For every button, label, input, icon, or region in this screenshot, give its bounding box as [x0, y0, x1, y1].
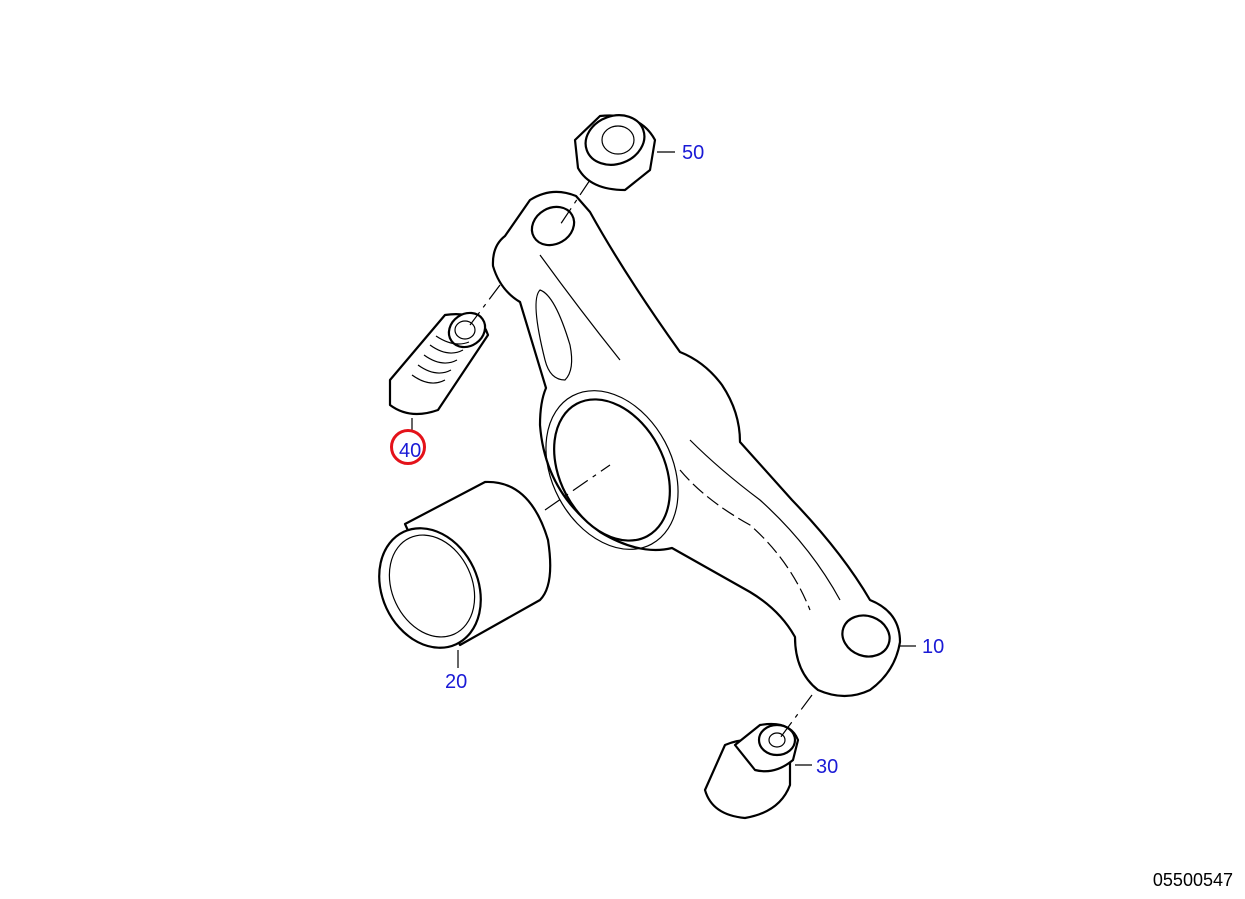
screw-part-40[interactable] — [388, 306, 492, 430]
nut-part-50[interactable] — [573, 107, 657, 192]
center-lines — [457, 151, 916, 766]
highlight-circle — [390, 429, 426, 465]
callout-20[interactable]: 20 — [445, 671, 468, 693]
rocker-arm-part-10[interactable] — [491, 190, 902, 698]
callout-10[interactable]: 10 — [922, 636, 945, 658]
adjuster-part-30[interactable] — [703, 722, 800, 820]
callout-30[interactable]: 30 — [816, 756, 839, 778]
callout-40[interactable]: 40 — [399, 440, 422, 462]
bushing-part-20[interactable] — [360, 480, 552, 665]
callout-50[interactable]: 50 — [682, 142, 705, 164]
document-number: 05500547 — [1152, 870, 1233, 890]
